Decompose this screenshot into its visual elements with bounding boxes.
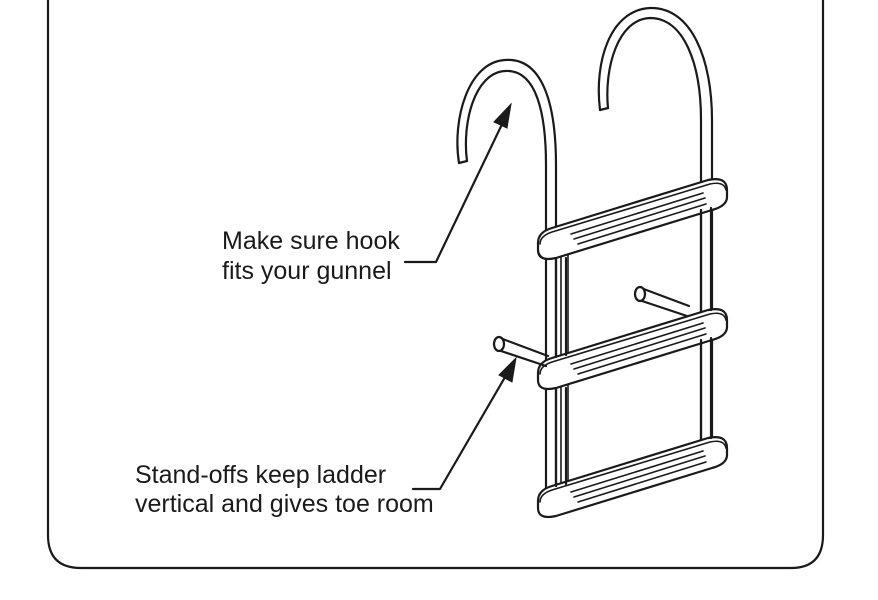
standoff-callout: Stand-offs keep ladder vertical and give… bbox=[135, 356, 517, 518]
left-hook bbox=[456, 58, 558, 497]
left-standoff bbox=[492, 335, 550, 368]
right-hook bbox=[597, 6, 714, 452]
hook-leader-line bbox=[403, 116, 507, 264]
step-bottom bbox=[536, 436, 729, 519]
right-standoff bbox=[633, 285, 691, 318]
standoff-callout-line1: Stand-offs keep ladder bbox=[135, 461, 386, 489]
standoff-arrowhead bbox=[498, 356, 517, 383]
right-hook-inner bbox=[606, 16, 703, 450]
hook-arrowhead bbox=[493, 102, 512, 129]
boarding-ladder bbox=[456, 6, 729, 519]
hook-callout-line2: fits your gunnel bbox=[222, 257, 392, 285]
left-hook-tip bbox=[457, 159, 469, 165]
hook-callout-line1: Make sure hook bbox=[222, 227, 400, 255]
step-middle bbox=[536, 308, 729, 391]
panel-border bbox=[46, 0, 825, 570]
left-hook-inner bbox=[464, 69, 548, 494]
right-hook-tip bbox=[598, 106, 610, 112]
step-top bbox=[536, 178, 729, 261]
hook-callout: Make sure hook fits your gunnel bbox=[222, 102, 512, 285]
standoff-callout-line2: vertical and gives toe room bbox=[135, 490, 434, 518]
standoff-leader-line bbox=[411, 370, 510, 491]
